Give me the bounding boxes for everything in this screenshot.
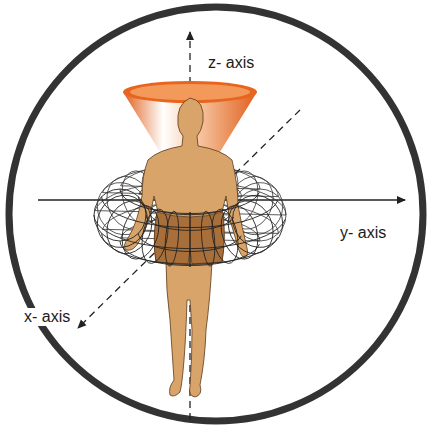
torus-parallel [138,233,241,251]
z-axis-label: z- axis [206,54,256,72]
torus-parallel [94,215,285,249]
torus-front [94,189,285,267]
torus-parallel [120,189,259,214]
torus-meridian [212,209,238,263]
torus-meridian [221,206,258,260]
y-axis-label: y- axis [338,224,388,242]
x-axis-label: x- axis [22,308,72,326]
human-figure [124,98,247,397]
torus-meridian [97,195,147,247]
torus-meridian [201,211,214,266]
torus-parallel [120,241,259,266]
torus-meridian [122,206,159,260]
torus-meridian [190,212,191,267]
torus-parallel [102,233,278,264]
torus-meridian [228,201,273,254]
frame-circle [9,7,423,421]
torus-parallel [138,197,241,215]
torus-parallel [146,215,234,230]
